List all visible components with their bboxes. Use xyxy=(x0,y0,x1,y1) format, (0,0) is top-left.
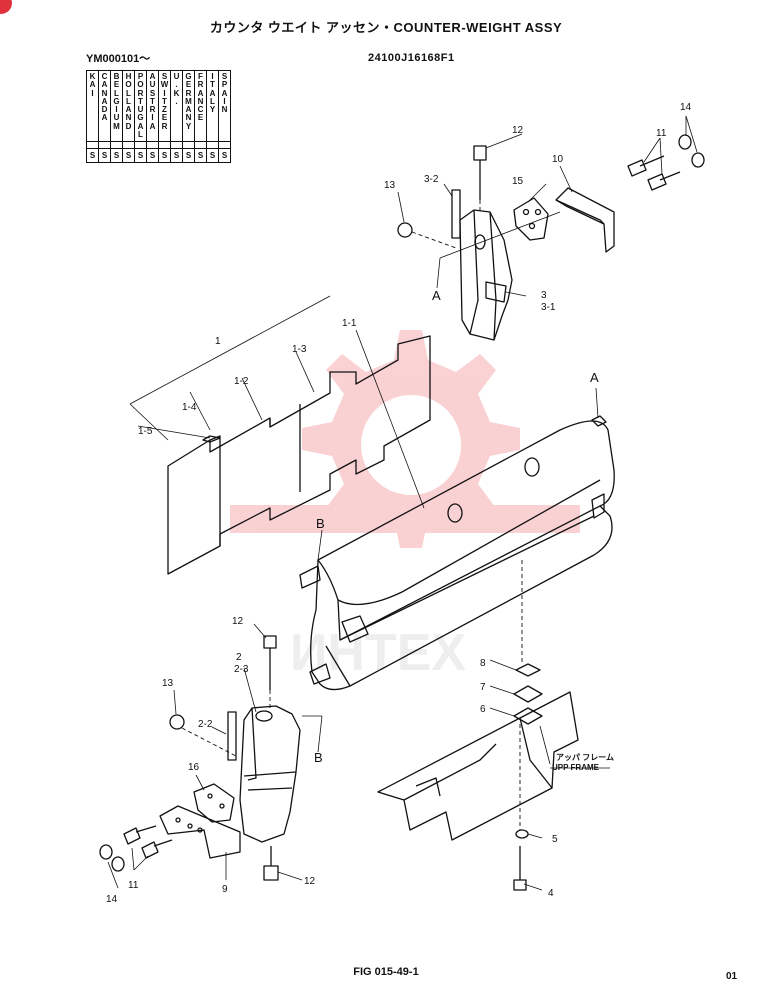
liner-plate-assy xyxy=(167,335,431,575)
country-mark: S xyxy=(134,148,147,163)
callout-1-2: 1-2 xyxy=(234,376,249,387)
callout-7: 7 xyxy=(480,682,486,693)
callout-2-2: 2-2 xyxy=(198,719,213,730)
bolt-12-top xyxy=(473,145,487,200)
callout-9: 9 xyxy=(222,884,228,895)
country-spacer-row xyxy=(86,141,231,149)
figure-number: FIG 015-49-1 xyxy=(353,966,419,978)
assembly-part-number: 24100J16168F1 xyxy=(368,52,455,64)
nut-13-bottom xyxy=(169,714,185,730)
country-spacer-cell xyxy=(218,141,231,149)
washers-14-top xyxy=(678,134,705,168)
bolt-12-bottom xyxy=(263,846,279,881)
callout-6: 6 xyxy=(480,704,486,715)
callout-11-bottom: 11 xyxy=(128,880,139,891)
callout-8: 8 xyxy=(480,658,486,669)
callout-13-top: 13 xyxy=(384,180,396,191)
bolts-11-top xyxy=(627,155,681,191)
plate-15 xyxy=(513,197,549,241)
ref-label-a-bracket: A xyxy=(432,288,441,303)
bracket-10 xyxy=(555,187,615,253)
callout-2: 2 xyxy=(236,652,242,663)
callout-3-1: 3-1 xyxy=(541,302,556,313)
serial-range: YM000101～ xyxy=(86,53,151,65)
callout-14-top: 14 xyxy=(680,102,692,113)
svg-text:ИНТЕХ: ИНТЕХ xyxy=(290,624,466,682)
callout-13-bottom: 13 xyxy=(162,678,174,689)
callout-1-4: 1-4 xyxy=(182,402,197,413)
callout-5: 5 xyxy=(552,834,558,845)
country-mark: S xyxy=(218,148,231,163)
callout-12-bottom: 12 xyxy=(304,876,316,887)
callout-3: 3 xyxy=(541,290,547,301)
callout-3-2: 3-2 xyxy=(424,174,439,185)
bolt-4 xyxy=(513,846,527,891)
shim-stack xyxy=(513,663,543,725)
callout-2-3: 2-3 xyxy=(234,664,249,675)
corner-badge-icon xyxy=(0,0,12,14)
bracket-9 xyxy=(159,805,241,859)
callout-15: 15 xyxy=(512,176,524,187)
ref-label-a-weight: A xyxy=(590,370,599,385)
callout-12-mid: 12 xyxy=(232,616,244,627)
upper-bracket-assy xyxy=(451,189,513,341)
lower-bracket-assy xyxy=(227,705,301,843)
counter-weight-body xyxy=(299,415,615,691)
washer-5 xyxy=(515,829,529,839)
page-number: 01 xyxy=(726,971,738,982)
ref-label-b-weight: B xyxy=(316,516,325,531)
callout-1-1: 1-1 xyxy=(342,318,357,329)
callout-1-5: 1-5 xyxy=(138,426,153,437)
bolts-11-bottom xyxy=(123,825,173,859)
callout-14-bottom: 14 xyxy=(106,894,118,905)
page-title: カウンタ ウエイト アッセン・COUNTER-WEIGHT ASSY xyxy=(209,20,563,35)
ref-label-b-bracket: B xyxy=(314,750,323,765)
washers-14-bottom xyxy=(99,844,125,872)
bolt-12-mid xyxy=(263,635,277,690)
callout-10: 10 xyxy=(552,154,564,165)
callout-1: 1 xyxy=(215,336,221,347)
plate-16 xyxy=(193,783,235,823)
watermark-gear-icon xyxy=(230,330,580,548)
callout-16: 16 xyxy=(188,762,200,773)
nut-13-top xyxy=(397,222,413,238)
country-mark: S xyxy=(170,148,183,163)
callout-leaders xyxy=(107,115,698,891)
callout-12-top: 12 xyxy=(512,125,524,136)
frame-label-japanese: アッパ フレーム xyxy=(556,752,614,762)
watermark-text: ИНТЕХ xyxy=(290,624,466,682)
callout-11-top: 11 xyxy=(656,128,667,139)
callout-4: 4 xyxy=(548,888,554,899)
callout-1-3: 1-3 xyxy=(292,344,307,355)
upper-frame xyxy=(377,691,579,841)
frame-label-english: UPP FRAME xyxy=(552,763,600,772)
